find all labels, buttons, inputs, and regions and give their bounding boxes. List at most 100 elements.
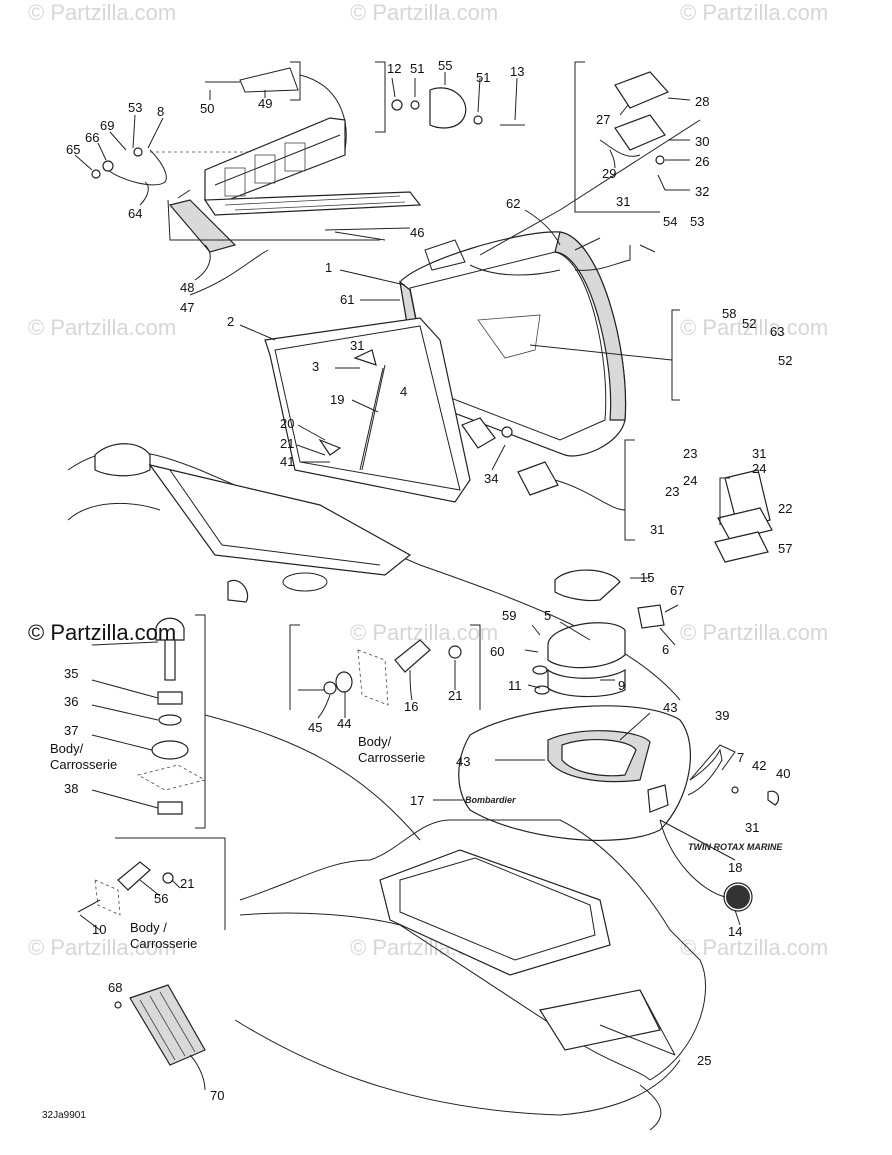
callout-13: 13 xyxy=(510,64,524,79)
callout-10: 10 xyxy=(92,922,106,937)
callout-47: 47 xyxy=(180,300,194,315)
callout-61: 61 xyxy=(340,292,354,307)
callout-54: 54 xyxy=(663,214,677,229)
body-note-2a: Body/ xyxy=(358,734,392,749)
handle-hardware xyxy=(689,744,780,806)
callout-9: 9 xyxy=(618,678,625,693)
callout-65: 65 xyxy=(66,142,80,157)
callout-52b: 52 xyxy=(778,353,792,368)
watermark-4: © Partzilla.com xyxy=(28,315,176,340)
callout-23a: 23 xyxy=(683,446,697,461)
callout-28: 28 xyxy=(695,94,709,109)
callout-19: 19 xyxy=(330,392,344,407)
callout-labels: 53 8 69 66 65 64 48 47 50 49 46 12 51 55… xyxy=(42,58,792,1121)
callout-68: 68 xyxy=(108,980,122,995)
callout-18: 18 xyxy=(728,860,742,875)
callout-35: 35 xyxy=(64,666,78,681)
body-note-1b: Carrosserie xyxy=(50,757,117,772)
callout-27: 27 xyxy=(596,112,610,127)
watermarks: © Partzilla.com © Partzilla.com © Partzi… xyxy=(28,0,828,960)
callout-57: 57 xyxy=(778,541,792,556)
callout-7: 7 xyxy=(737,750,744,765)
callout-64: 64 xyxy=(128,206,142,221)
watermark-10: © Partzilla.com xyxy=(680,935,828,960)
callout-21a: 21 xyxy=(280,436,294,451)
front-console xyxy=(458,705,723,841)
watermark-5: © Partzilla.com xyxy=(680,315,828,340)
clamp-hardware-2 xyxy=(77,837,226,930)
callout-21c: 21 xyxy=(180,876,194,891)
model-decal: TWIN ROTAX MARINE xyxy=(688,842,783,852)
callout-31b: 31 xyxy=(350,338,364,353)
leader-lines xyxy=(74,72,741,1091)
clamp-hardware xyxy=(289,624,481,710)
bolt-hardware xyxy=(136,614,207,829)
callout-51a: 51 xyxy=(410,61,424,76)
callout-70: 70 xyxy=(210,1088,224,1103)
callout-24b: 24 xyxy=(683,473,697,488)
callout-46: 46 xyxy=(410,225,424,240)
callout-5: 5 xyxy=(544,608,551,623)
callout-31c: 31 xyxy=(752,446,766,461)
callout-41: 41 xyxy=(280,454,294,469)
callout-40: 40 xyxy=(776,766,790,781)
callout-3: 3 xyxy=(312,359,319,374)
diagram-code: 32Ja9901 xyxy=(42,1110,86,1121)
callout-30: 30 xyxy=(695,134,709,149)
callout-53a: 53 xyxy=(128,100,142,115)
callout-53b: 53 xyxy=(690,214,704,229)
hinge-brackets xyxy=(461,417,773,563)
callout-50: 50 xyxy=(200,101,214,116)
callout-23b: 23 xyxy=(665,484,679,499)
callout-11: 11 xyxy=(508,678,522,693)
callout-56: 56 xyxy=(154,891,168,906)
callout-29: 29 xyxy=(602,166,616,181)
callout-32: 32 xyxy=(695,184,709,199)
callout-31a: 31 xyxy=(616,194,630,209)
callout-43b: 43 xyxy=(456,754,470,769)
callout-15: 15 xyxy=(640,570,654,585)
callout-63: 63 xyxy=(770,324,784,339)
lower-hull xyxy=(234,819,707,1131)
emblem xyxy=(723,882,753,912)
callout-20: 20 xyxy=(280,416,294,431)
body-note-3a: Body / xyxy=(130,920,167,935)
callout-38: 38 xyxy=(64,781,78,796)
callout-42: 42 xyxy=(752,758,766,773)
callout-24a: 24 xyxy=(752,461,766,476)
callout-60: 60 xyxy=(490,644,504,659)
watermark-7: © Partzilla.com xyxy=(680,620,828,645)
callout-26: 26 xyxy=(695,154,709,169)
callout-48: 48 xyxy=(180,280,194,295)
watermark-8: © Partzilla.com xyxy=(28,935,176,960)
watermark-1: © Partzilla.com xyxy=(28,0,176,25)
hatch-cover xyxy=(264,231,627,503)
storage-tray-assembly xyxy=(91,61,525,253)
callout-1: 1 xyxy=(325,260,332,275)
callout-31e: 31 xyxy=(745,820,759,835)
callout-25: 25 xyxy=(697,1053,711,1068)
callout-55: 55 xyxy=(438,58,452,73)
callout-52a: 52 xyxy=(742,316,756,331)
watermark-2: © Partzilla.com xyxy=(350,0,498,25)
callout-6: 6 xyxy=(662,642,669,657)
callout-43a: 43 xyxy=(663,700,677,715)
callout-51b: 51 xyxy=(476,70,490,85)
callout-31d: 31 xyxy=(650,522,664,537)
callout-49: 49 xyxy=(258,96,272,111)
callout-17: 17 xyxy=(410,793,424,808)
callout-44: 44 xyxy=(337,716,351,731)
callout-21b: 21 xyxy=(448,688,462,703)
callout-67: 67 xyxy=(670,583,684,598)
gas-strut xyxy=(318,349,386,471)
body-note-3b: Carrosserie xyxy=(130,936,197,951)
callout-36: 36 xyxy=(64,694,78,709)
latch-inset xyxy=(574,61,691,213)
callout-59: 59 xyxy=(502,608,516,623)
callout-14: 14 xyxy=(728,924,742,939)
storage-bin xyxy=(532,569,665,698)
callout-37: 37 xyxy=(64,723,78,738)
bombardier-decal: Bombardier xyxy=(465,795,516,805)
callout-16: 16 xyxy=(404,699,418,714)
